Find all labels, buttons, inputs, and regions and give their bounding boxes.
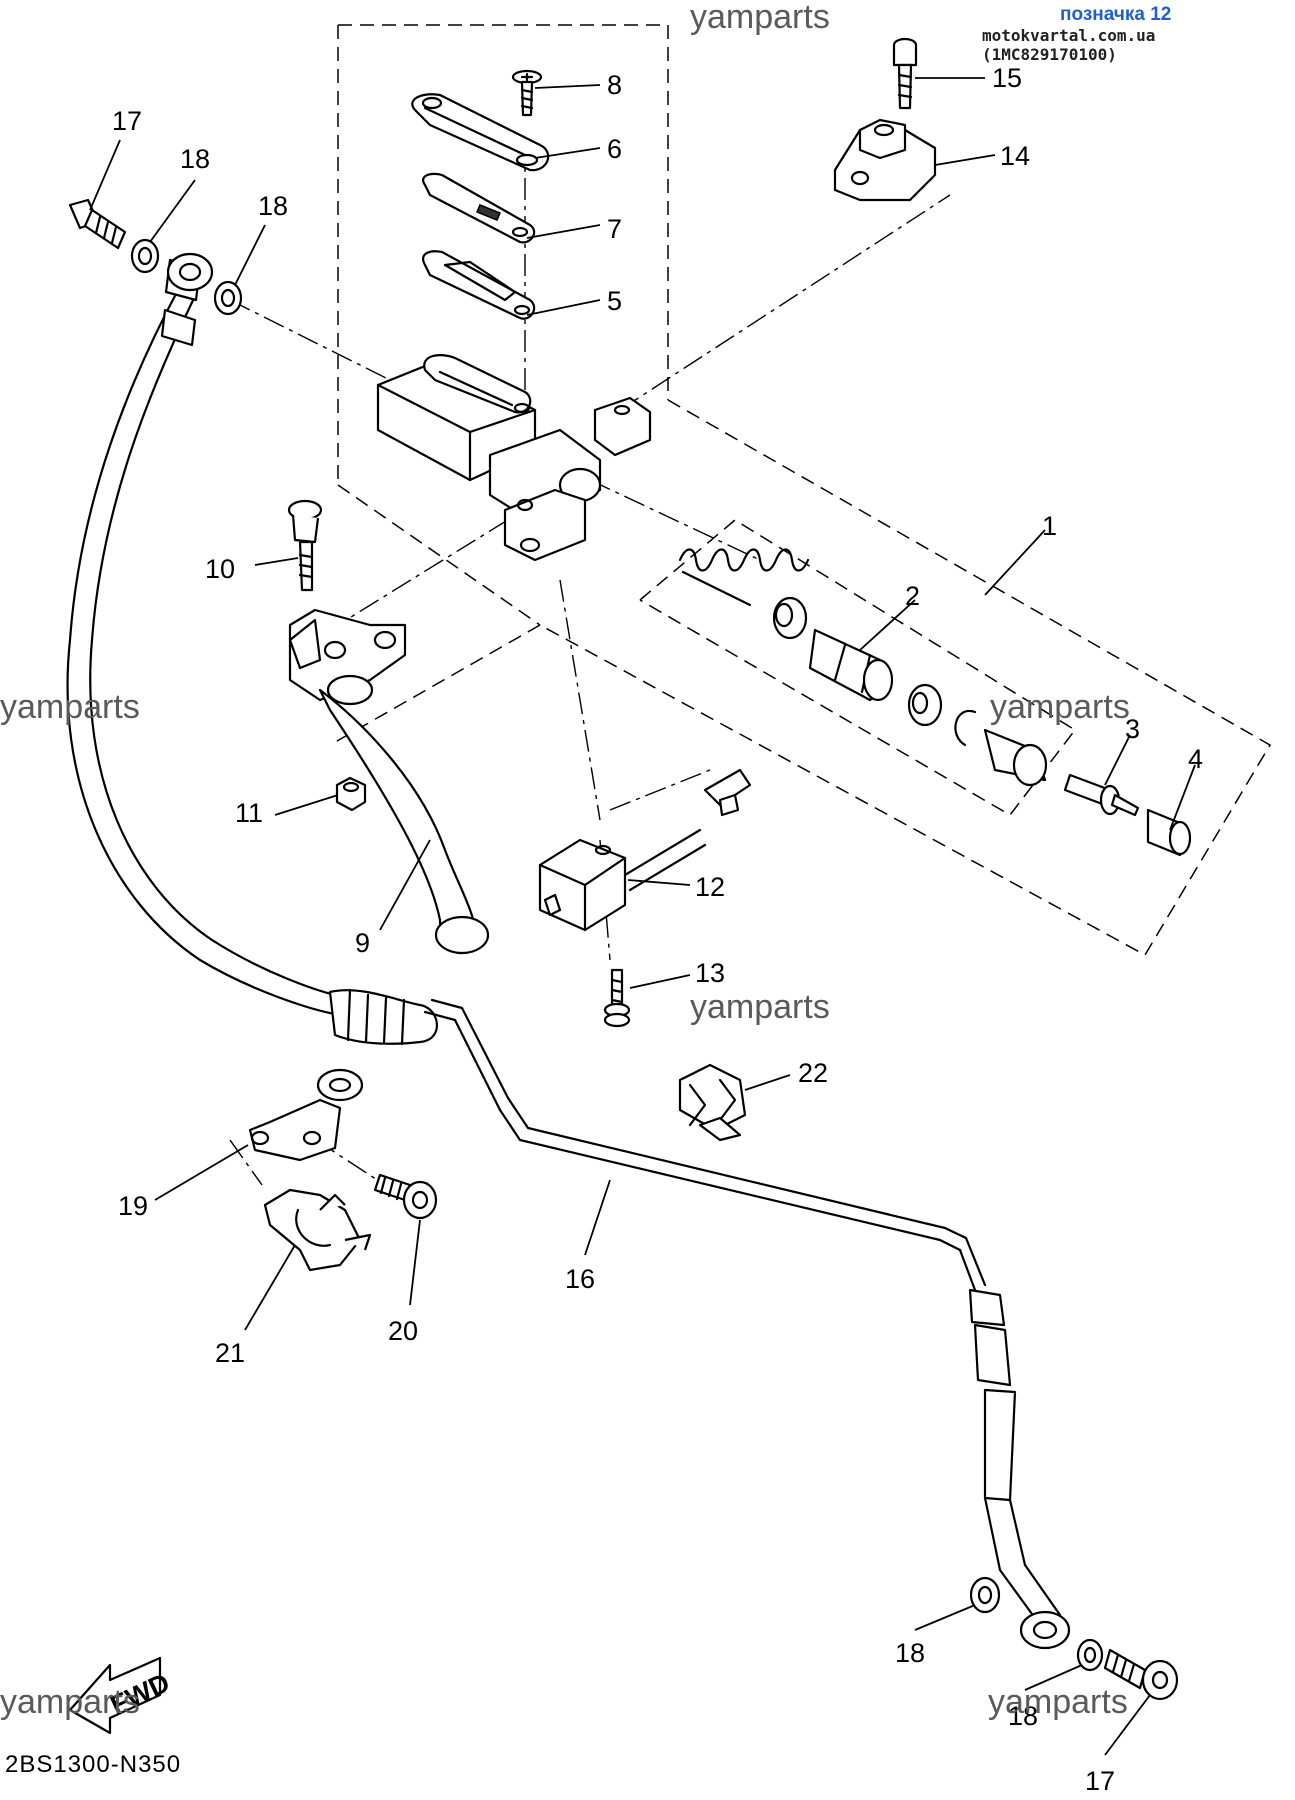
diagram-code: 2BS1300-N350 (5, 1751, 181, 1778)
switch-12 (538, 768, 752, 932)
holder-19 (248, 1068, 364, 1162)
watermark-right: yamparts (990, 688, 1130, 726)
washer-18-b (213, 280, 243, 316)
callout-1: 1 (1042, 511, 1057, 541)
callout-8: 8 (607, 70, 622, 100)
diaphragm-5 (422, 250, 536, 320)
union-bolt-17-top (68, 198, 127, 250)
callout-15: 15 (992, 63, 1022, 93)
callout-17-top: 17 (112, 106, 142, 136)
washer-18-d (1076, 1638, 1104, 1672)
plate-7 (422, 172, 536, 244)
clamp-22 (678, 1063, 747, 1142)
banjo-fitting-top (166, 252, 214, 292)
watermark-middle: yamparts (690, 988, 830, 1026)
callout-13: 13 (695, 958, 725, 988)
callout-6: 6 (607, 134, 622, 164)
cap-6 (411, 93, 550, 172)
callout-17-bottom: 17 (1085, 1766, 1115, 1796)
piston (808, 628, 894, 702)
callout-14: 14 (1000, 141, 1030, 171)
callout-18-b: 18 (258, 191, 288, 221)
cup (772, 596, 808, 640)
watermarks: yamparts yamparts yamparts yamparts yamp… (0, 0, 1130, 1721)
bolt-15 (892, 37, 918, 110)
callout-19: 19 (118, 1191, 148, 1221)
callout-7: 7 (607, 214, 622, 244)
bolt-20 (373, 1173, 438, 1220)
clamp-21 (263, 1188, 372, 1272)
callout-3: 3 (1125, 714, 1140, 744)
boot (983, 728, 1048, 787)
callout-2: 2 (905, 581, 920, 611)
callout-18-a: 18 (180, 144, 210, 174)
callout-21: 21 (215, 1338, 245, 1368)
watermark-bottom-right: yamparts (988, 1683, 1128, 1721)
callout-20: 20 (388, 1316, 418, 1346)
watermark-bottom-left: yamparts (0, 1683, 140, 1721)
washer-18-c (969, 1576, 1001, 1614)
master-cylinder-body (376, 354, 652, 562)
watermark-top: yamparts (690, 0, 830, 36)
circlip (954, 709, 977, 747)
callout-5: 5 (607, 286, 622, 316)
bolt-10 (287, 499, 323, 592)
seal (907, 683, 943, 727)
screw-8 (511, 69, 543, 117)
callouts: 8 6 7 5 15 14 17 18 18 1 2 3 4 10 11 9 1… (112, 63, 1203, 1796)
header-source: motokvartal.com.ua (1MC829170100) (982, 26, 1156, 64)
lever-9 (288, 608, 490, 955)
screw-13 (603, 968, 631, 1028)
holder-14 (833, 118, 937, 202)
callout-18-d: 18 (1008, 1701, 1038, 1731)
callout-10: 10 (205, 554, 235, 584)
callout-22: 22 (798, 1058, 828, 1088)
leader-lines (89, 77, 1196, 1756)
callout-11: 11 (235, 798, 263, 828)
nut-11 (335, 776, 367, 812)
callout-12: 12 (695, 872, 725, 902)
spring (678, 548, 810, 607)
union-bolt-17-bottom (1103, 1648, 1179, 1701)
callout-4: 4 (1188, 744, 1203, 774)
watermark-left: yamparts (0, 688, 140, 726)
nut-4 (1146, 808, 1192, 857)
callout-18-c: 18 (895, 1638, 925, 1668)
pushrod-3 (1063, 773, 1140, 817)
callout-16: 16 (565, 1264, 595, 1294)
header-label: позначка 12 (1060, 4, 1172, 25)
assembly-boundaries (329, 24, 1272, 957)
callout-9: 9 (355, 928, 370, 958)
washer-18-a (130, 238, 160, 274)
